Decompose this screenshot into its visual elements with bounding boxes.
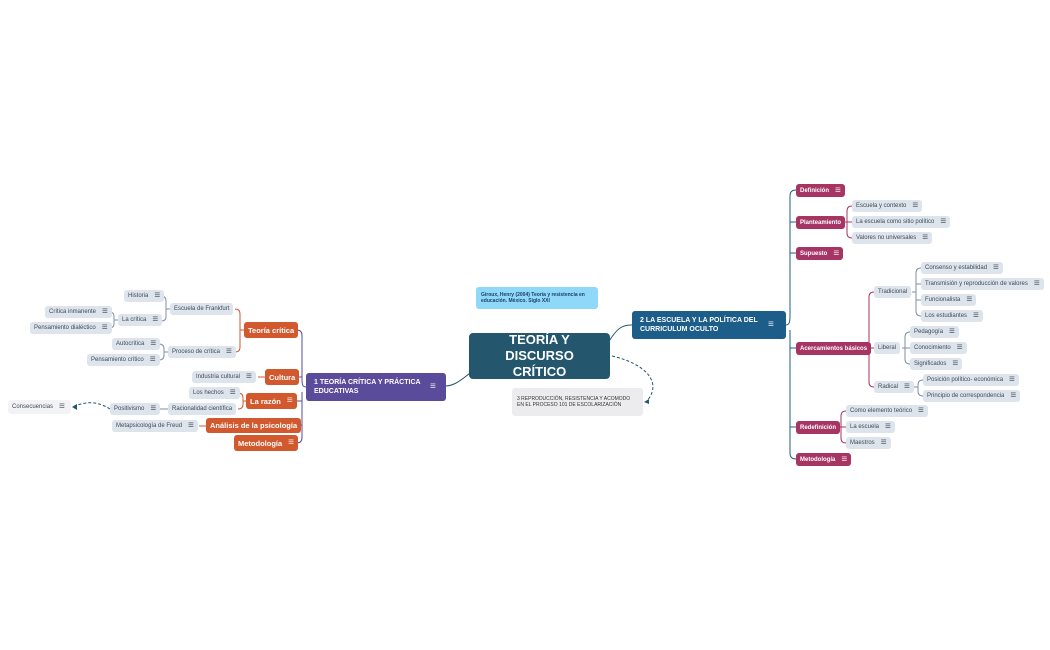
note-icon[interactable]: ≡	[912, 200, 919, 211]
leaf-pensamiento-dialectico[interactable]: Pensamiento dialéctico≡	[30, 322, 112, 334]
leaf-maestros[interactable]: Maestros≡	[846, 437, 891, 449]
node-cultura[interactable]: Cultura	[265, 369, 300, 385]
leaf-estudiantes[interactable]: Los estudiantes≡	[921, 310, 983, 322]
note-icon[interactable]: ≡	[102, 306, 108, 317]
node-supuesto[interactable]: Supuesto≡	[796, 247, 844, 260]
node-liberal[interactable]: Liberal	[874, 342, 901, 354]
note-icon[interactable]: ≡	[949, 326, 955, 337]
note-icon[interactable]: ≡	[1009, 374, 1015, 385]
note-icon[interactable]: ≡	[768, 319, 774, 330]
node-metodologia-right[interactable]: Metodología≡	[796, 453, 852, 466]
leaf-consenso[interactable]: Consenso y estabilidad≡	[921, 262, 1003, 274]
node-redefinicion[interactable]: Redefinición	[796, 421, 841, 434]
leaf-transmision[interactable]: Transmisión y reproducción de valores≡	[921, 278, 1044, 290]
node-teoria-critica[interactable]: Teoría crítica	[244, 322, 299, 338]
node-definicion[interactable]: Definición≡	[796, 184, 845, 197]
note-icon[interactable]: ≡	[1033, 278, 1040, 289]
note-icon[interactable]: ≡	[286, 395, 293, 406]
leaf-correspondencia[interactable]: Principio de correspondencia≡	[923, 390, 1021, 402]
consecuencias-topic[interactable]: Consecuencias≡	[8, 400, 71, 414]
leaf-los-hechos[interactable]: Los hechos≡	[189, 387, 240, 399]
node-proceso-critica[interactable]: Proceso de crítica≡	[168, 346, 236, 358]
leaf-autocritica[interactable]: Autocrítica≡	[112, 338, 161, 350]
relation-line	[71, 402, 111, 410]
leaf-funcionalista[interactable]: Funcionalista≡	[921, 294, 977, 306]
note-icon[interactable]: ≡	[288, 437, 295, 448]
note-icon[interactable]: ≡	[918, 405, 924, 416]
note-icon[interactable]: ≡	[940, 216, 947, 227]
note-icon[interactable]: ≡	[885, 421, 891, 432]
leaf-escuela-contexto[interactable]: Escuela y contexto≡	[852, 200, 923, 212]
node-acercamientos[interactable]: Acercamientos básicos	[796, 342, 872, 355]
note-icon[interactable]: ≡	[835, 184, 841, 196]
note-icon[interactable]: ≡	[150, 403, 157, 414]
leaf-significados[interactable]: Significados≡	[910, 358, 963, 370]
note-icon[interactable]: ≡	[956, 342, 963, 353]
note-icon[interactable]: ≡	[973, 310, 979, 321]
citation-topic[interactable]: Giroux, Henry (2004) Teoría y resistenci…	[476, 287, 598, 309]
note-icon[interactable]: ≡	[149, 354, 156, 365]
link-root-right	[607, 324, 633, 344]
node-planteamiento[interactable]: Planteamiento	[796, 216, 846, 229]
leaf-conocimiento[interactable]: Conocimiento≡	[910, 342, 967, 354]
leaf-historia[interactable]: Historia≡	[124, 290, 165, 302]
node-escuela-frankfurt[interactable]: Escuela de Frankfurt	[170, 303, 234, 315]
main-topic-teoria-critica-practica[interactable]: 1 TEORÍA CRÍTICA Y PRÁCTICA EDUCATIVAS≡	[306, 373, 446, 401]
note-icon[interactable]: ≡	[966, 294, 973, 305]
note-icon[interactable]: ≡	[904, 381, 910, 392]
note-icon[interactable]: ≡	[59, 401, 65, 412]
node-metodologia-left[interactable]: Metodología≡	[234, 435, 299, 451]
node-racionalidad[interactable]: Racionalidad científica	[168, 403, 237, 415]
note-icon[interactable]: ≡	[841, 453, 848, 465]
leaf-posicion[interactable]: Posición político- económica≡	[923, 374, 1019, 386]
leaf-sitio-politico[interactable]: La escuela como sitio político≡	[852, 216, 951, 228]
leaf-valores[interactable]: Valores no universales≡	[852, 232, 933, 244]
leaf-industria-cultural[interactable]: Industria cultural≡	[192, 371, 256, 383]
note-icon[interactable]: ≡	[922, 232, 929, 243]
leaf-pedagogia[interactable]: Pedagogía≡	[910, 326, 959, 338]
leaf-critica-inmanente[interactable]: Crítica inmanente≡	[45, 306, 112, 318]
note-icon[interactable]: ≡	[833, 247, 840, 259]
leaf-elemento-teorico[interactable]: Como elemento teórico≡	[846, 405, 928, 417]
note-icon[interactable]: ≡	[1010, 390, 1017, 401]
relation-line	[611, 355, 654, 403]
note-icon[interactable]: ≡	[154, 290, 161, 301]
note-icon[interactable]: ≡	[152, 314, 159, 325]
note-icon[interactable]: ≡	[993, 262, 999, 273]
topic-3-reproduccion[interactable]: 3 REPRODUCCIÓN, RESISTENCIA Y ACOMODO EN…	[512, 388, 643, 416]
note-icon[interactable]: ≡	[226, 346, 232, 357]
note-icon[interactable]: ≡	[150, 338, 157, 349]
link-root-left	[444, 372, 471, 387]
central-topic[interactable]: TEORÍA Y DISCURSO CRÍTICO	[469, 332, 610, 379]
note-icon[interactable]: ≡	[188, 420, 194, 431]
leaf-metapsicologia[interactable]: Metapsicología de Freud≡	[112, 420, 198, 432]
node-la-razon[interactable]: La razón≡	[246, 393, 297, 409]
main-topic-escuela-politica[interactable]: 2 LA ESCUELA Y LA POLÍTICA DEL CURRICULU…	[632, 311, 786, 339]
note-icon[interactable]: ≡	[880, 437, 887, 448]
node-tradicional[interactable]: Tradicional	[874, 286, 912, 298]
note-icon[interactable]: ≡	[229, 387, 236, 398]
leaf-la-escuela[interactable]: La escuela≡	[846, 421, 895, 433]
note-icon[interactable]: ≡	[430, 381, 436, 392]
leaf-pensamiento-critico[interactable]: Pensamiento crítico≡	[87, 354, 160, 366]
node-la-critica[interactable]: La crítica≡	[118, 314, 163, 326]
node-analisis-psicologia[interactable]: Análisis de la psicología	[206, 418, 302, 433]
node-radical[interactable]: Radical≡	[874, 381, 914, 393]
leaf-positivismo[interactable]: Positivismo≡	[110, 403, 161, 415]
note-icon[interactable]: ≡	[246, 371, 252, 382]
note-icon[interactable]: ≡	[101, 322, 108, 333]
note-icon[interactable]: ≡	[952, 358, 959, 369]
